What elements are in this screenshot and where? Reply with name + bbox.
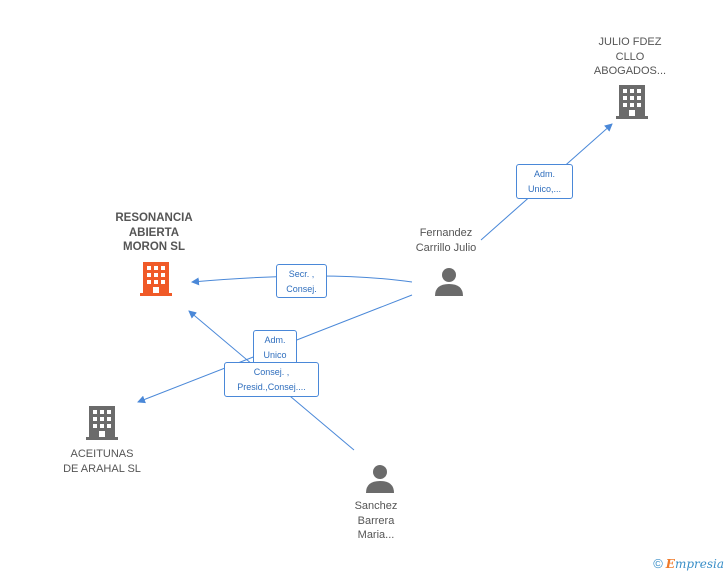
building-icon-highlighted[interactable] <box>140 262 172 296</box>
relation-text: Adm. <box>533 169 555 179</box>
relation-text: Secr. , <box>288 269 315 279</box>
relation-text: Adm. <box>264 335 286 345</box>
node-label-aceitunas[interactable]: ACEITUNAS DE ARAHAL SL <box>52 447 152 476</box>
relation-box-adm-unico[interactable]: Adm. Unico <box>253 330 297 365</box>
node-label-line: Carrillo Julio <box>415 241 477 254</box>
footer-brand: © Empresia <box>653 556 724 571</box>
relation-text: Consej. , <box>253 367 290 377</box>
relation-text: Unico,... <box>527 184 561 194</box>
copyright-icon: © <box>653 556 663 571</box>
node-label-line: Sanchez <box>354 500 398 512</box>
node-label-fernandez[interactable]: Fernandez Carrillo Julio <box>398 226 494 255</box>
building-icon[interactable] <box>86 406 118 440</box>
node-label-line: RESONANCIA <box>115 212 193 224</box>
relation-box-secr-consej[interactable]: Secr. , Consej. <box>276 264 327 298</box>
relation-text: Consej. <box>286 284 317 294</box>
brand-logo: Empresia <box>666 557 724 571</box>
brand-initial: E <box>665 556 675 571</box>
person-icon[interactable] <box>434 266 464 296</box>
relation-box-adm-unico-julio[interactable]: Adm. Unico,... <box>516 164 573 199</box>
node-label-line: ACEITUNAS <box>70 448 134 460</box>
node-label-line: Maria... <box>357 529 395 541</box>
node-label-sanchez[interactable]: Sanchez Barrera Maria... <box>336 499 416 543</box>
node-label-line: Barrera <box>357 514 395 527</box>
node-label-julio-fdez[interactable]: JULIO FDEZ CLLO ABOGADOS... <box>585 35 675 79</box>
relation-box-consej-presid[interactable]: Consej. , Presid.,Consej.... <box>224 362 319 397</box>
node-label-line: MORON SL <box>123 241 185 253</box>
node-label-line: ABOGADOS... <box>593 65 667 77</box>
node-label-line: DE ARAHAL SL <box>63 462 141 475</box>
building-icon[interactable] <box>616 85 648 119</box>
node-label-line: CLLO <box>615 50 645 63</box>
relation-text: Presid.,Consej.... <box>237 382 306 392</box>
node-label-line: ABIERTA <box>128 226 180 239</box>
person-icon[interactable] <box>365 463 395 493</box>
node-label-line: JULIO FDEZ <box>598 36 662 48</box>
node-label-line: Fernandez <box>419 227 473 239</box>
node-label-resonancia[interactable]: RESONANCIA ABIERTA MORON SL <box>104 211 204 255</box>
relation-text: Unico <box>263 350 287 360</box>
brand-rest: mpresia <box>674 556 724 571</box>
